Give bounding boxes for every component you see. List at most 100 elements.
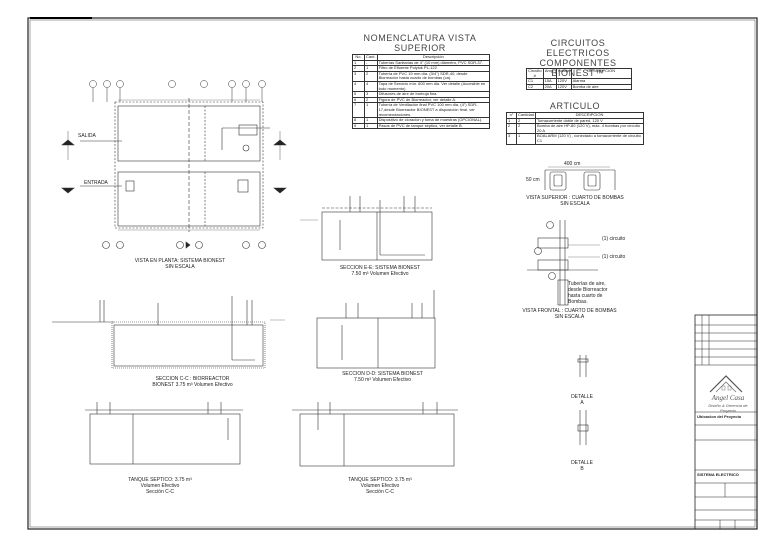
cell: 4 — [352, 80, 365, 93]
brand-subtitle: Diseño & Gerencia de Proyecto — [708, 403, 748, 413]
cell: Tubería de PVC 19 mm día. (3/4") SDR-40,… — [376, 70, 491, 82]
cell: 3 — [352, 70, 365, 82]
cell: 7 — [352, 102, 365, 119]
label-detalle-a: DETALLE A — [571, 394, 593, 406]
caption-line: VISTA EN PLANTA: SISTEMA BIONEST — [134, 258, 226, 264]
label-salida: SALIDA — [78, 133, 96, 139]
caption-line: TANQUE SEPTICO: 3.75 m³ — [348, 477, 412, 483]
caption-line: SECCION E-E: SISTEMA BIONEST — [339, 265, 421, 271]
label-entrada: ENTRADA — [84, 180, 108, 186]
col-circuito: Circuito # — [526, 67, 544, 80]
pump-room-top — [544, 166, 616, 191]
caption-line: TANQUE SEPTICO: 3.75 m³ — [128, 477, 192, 483]
contenido-label: SISTEMA ELECTRICO — [697, 472, 739, 477]
outer-frame — [27, 17, 758, 530]
label-circuito-2: (1) circuito — [602, 254, 626, 260]
cell: Difusores de aire de burbuja fina. — [376, 91, 491, 98]
brand-name: Angel Casa — [711, 394, 745, 402]
cell: Bomba de aire — [570, 83, 633, 91]
plan-view — [61, 80, 287, 249]
cell: Tuberías Sanitarias de 4" (10 mm) diámet… — [376, 59, 491, 67]
col-descripcion: DESCRIPCION — [570, 67, 633, 80]
cell: BOALARM (120 V) , conectado a tomacorrie… — [535, 133, 644, 145]
col-descripcion: DESCRIPCION — [535, 112, 644, 119]
caption-line: SIN ESCALA — [165, 264, 195, 270]
cell: 5 — [352, 91, 365, 98]
cell: 1 — [364, 122, 378, 130]
caption-seccion-ee: SECCION E-E: SISTEMA BIONEST 7.50 m³ Vol… — [330, 265, 430, 277]
cell: Tubería de Ventilación final PVC 100 mm … — [376, 102, 491, 119]
cell: Dispositivo de cloración y toma de muest… — [376, 117, 491, 124]
caption-tanque-2: TANQUE SEPTICO: 3.75 m³ Volumen Efectivo… — [335, 477, 425, 495]
section-cc — [52, 296, 285, 369]
cell: Alarma — [570, 78, 633, 85]
nomenclatura-table: No. Cant. Descripción 1-Tuberías Sanitar… — [352, 54, 491, 130]
caption-line: 7.50 m³ Volumen Efectivo — [351, 271, 409, 277]
cell: 1 — [515, 133, 537, 145]
caption-line: Volumen Efectivo — [360, 483, 400, 489]
caption-line: 7.50 m³ Volumen Efectivo — [354, 377, 411, 383]
table-row: 1-Tuberías Sanitarias de 4" (10 mm) diám… — [352, 59, 491, 67]
cell: Pasos de PVC de tanque séptico, ver deta… — [376, 122, 491, 130]
cell: 9 — [352, 122, 365, 130]
caption-line: VISTA SUPERIOR : CUARTO DE BOMBAS — [526, 195, 624, 201]
col-voltaje: Voltaje — [555, 67, 572, 80]
cell: 3 — [506, 133, 517, 145]
cell: 4 — [364, 80, 378, 93]
dim-400: 400 cm — [564, 161, 581, 167]
cell: 2 — [364, 70, 378, 82]
table-header-row: n° Cantidad DESCRIPCION — [506, 112, 644, 119]
septic-tank-2 — [292, 402, 458, 467]
caption-line: SECCION D-D: SISTEMA BIONEST — [342, 371, 423, 377]
title-block — [694, 314, 758, 530]
nomenclatura-title: NOMENCLATURA VISTA SUPERIOR — [363, 33, 477, 53]
cell: 8 — [352, 117, 365, 124]
caption-vista-frontal: VISTA FRONTAL : CUARTO DE BOMBAS SIN ESC… — [512, 308, 627, 320]
pump-room-front — [527, 220, 600, 306]
caption-seccion-cc: SECCION C-C : BIORREACTOR BIONEST 3.75 m… — [152, 376, 233, 388]
label-circuito-1: (1) circuito — [602, 236, 626, 242]
caption-line: SIN ESCALA — [554, 314, 585, 320]
caption-line: Sección C-C — [145, 489, 175, 495]
cell: 1 — [364, 102, 378, 119]
col-amp: Amp. — [542, 67, 557, 80]
caption-line: Sección C-C — [365, 489, 395, 495]
caption-vista-planta: VISTA EN PLANTA: SISTEMA BIONEST SIN ESC… — [125, 258, 235, 270]
cell: 2 — [506, 123, 517, 135]
cell: 1 — [352, 59, 365, 67]
table-header-row: Circuito # Amp. Voltaje DESCRIPCION — [526, 67, 633, 80]
caption-line: SIN ESCALA — [560, 201, 590, 207]
caption-vista-superior: VISTA SUPERIOR : CUARTO DE BOMBAS SIN ES… — [520, 195, 630, 207]
articulo-title: ARTICULO — [549, 101, 601, 111]
septic-tank-1 — [85, 402, 243, 465]
section-dd — [316, 290, 436, 369]
caption-seccion-dd: SECCION D-D: SISTEMA BIONEST 7.50 m³ Vol… — [335, 371, 430, 383]
section-ee — [300, 196, 433, 261]
cell: Tapa de Servicio mín. 600 mm dia. Ver de… — [376, 80, 491, 93]
cell: Bomba de aire HP-80 (120 V), máx. 4 bomb… — [535, 123, 644, 135]
proyecto-label: Ubicacion del Proyecto — [697, 414, 742, 419]
inner-frame — [29, 19, 756, 528]
dim-50: 50 cm — [526, 177, 540, 183]
cell: 2 — [515, 123, 537, 135]
caption-tanque-1: TANQUE SEPTICO: 3.75 m³ Volumen Efectivo… — [115, 477, 205, 495]
label-tuberias: Tuberías de aire, desde Biorreactor hast… — [568, 281, 608, 305]
cell: 20A — [542, 83, 557, 91]
cell: C2 — [526, 83, 544, 91]
detail-a-b — [577, 355, 589, 445]
cell: 120V — [555, 83, 572, 91]
caption-line: Volumen Efectivo — [140, 483, 180, 489]
